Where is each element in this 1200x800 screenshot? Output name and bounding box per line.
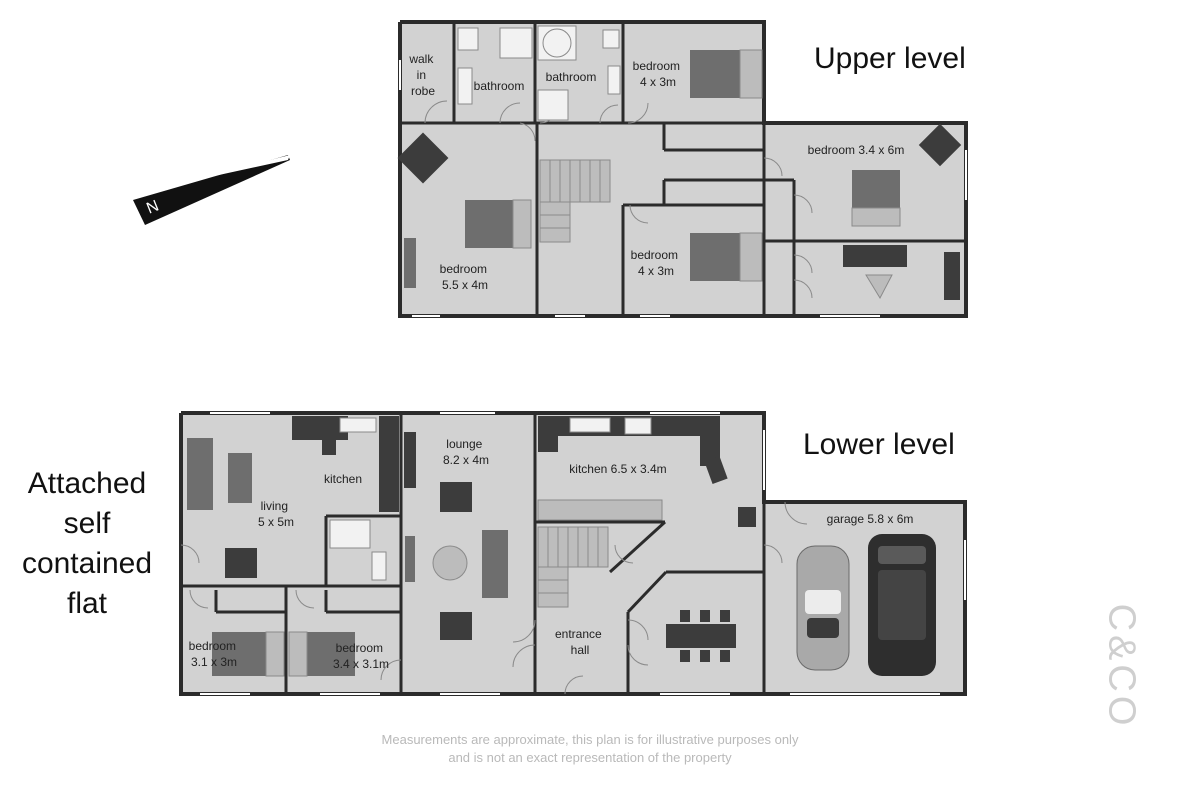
car-icon — [796, 545, 850, 671]
sofa-icon — [187, 438, 213, 510]
round-table-icon — [432, 545, 468, 581]
toilet-fixture — [371, 551, 387, 581]
bedroom-label: bedroom 3.4 x 3.1m — [333, 641, 389, 671]
bath-fixture — [329, 519, 371, 549]
rug-icon — [228, 453, 252, 503]
desk-icon — [944, 252, 960, 300]
flat-kitchen-label: kitchen — [324, 472, 362, 486]
brand-logo: C&CO — [1098, 595, 1143, 745]
bedroom-label: bedroom 3.4 x 6m — [808, 143, 905, 157]
bedroom-label: bedroom 5.5 x 4m — [440, 262, 491, 292]
cabinet-icon — [405, 536, 415, 582]
bathroom-label: bathroom — [474, 79, 525, 93]
bed-icon — [212, 632, 268, 676]
dresser-icon — [404, 238, 416, 288]
kitchen-benches — [292, 416, 756, 527]
living-label: living 5 x 5m — [258, 499, 294, 529]
logo-text: C&CO — [1100, 603, 1143, 730]
bedroom-label: bedroom 3.1 x 3m — [189, 639, 240, 669]
cabinet-icon — [404, 432, 416, 488]
coffee-table-icon — [865, 274, 893, 300]
dining-table-icon — [666, 624, 736, 648]
bathroom-fixtures — [457, 25, 621, 121]
sofa-icon — [482, 530, 508, 598]
sofa-icon — [843, 245, 907, 267]
armchair-icon — [225, 548, 257, 578]
upper-level-plan: walk in robe bathroom bathroom bedroom 4… — [397, 20, 968, 318]
armchair-icon — [440, 482, 472, 512]
north-arrow-icon: N — [133, 155, 290, 225]
lounge-label: lounge 8.2 x 4m — [443, 437, 489, 467]
flat-title: Attached self contained flat — [21, 467, 153, 620]
walk-in-robe-label: walk in robe — [408, 52, 436, 98]
entrance-hall-label: entrance hall — [555, 627, 605, 657]
bed-icon — [305, 632, 355, 676]
upper-beds — [465, 49, 901, 282]
lower-level-title: Lower level — [803, 428, 955, 461]
lower-staircase — [537, 526, 609, 608]
kitchen-label: kitchen 6.5 x 3.4m — [569, 462, 666, 476]
upper-level-title: Upper level — [814, 42, 966, 75]
upper-staircase — [539, 159, 611, 243]
disclaimer-text: Measurements are approximate, this plan … — [381, 732, 799, 765]
lower-level-plan: living 5 x 5m kitchen bedroom 3.1 x 3m b… — [179, 411, 967, 696]
bedroom-label: bedroom 4 x 3m — [631, 248, 682, 278]
bedroom-label: bedroom 4 x 3m — [633, 59, 684, 89]
car-icon — [868, 534, 936, 676]
armchair-icon — [440, 612, 472, 640]
bathroom-label: bathroom — [546, 70, 597, 84]
garage-label: garage 5.8 x 6m — [827, 512, 914, 526]
